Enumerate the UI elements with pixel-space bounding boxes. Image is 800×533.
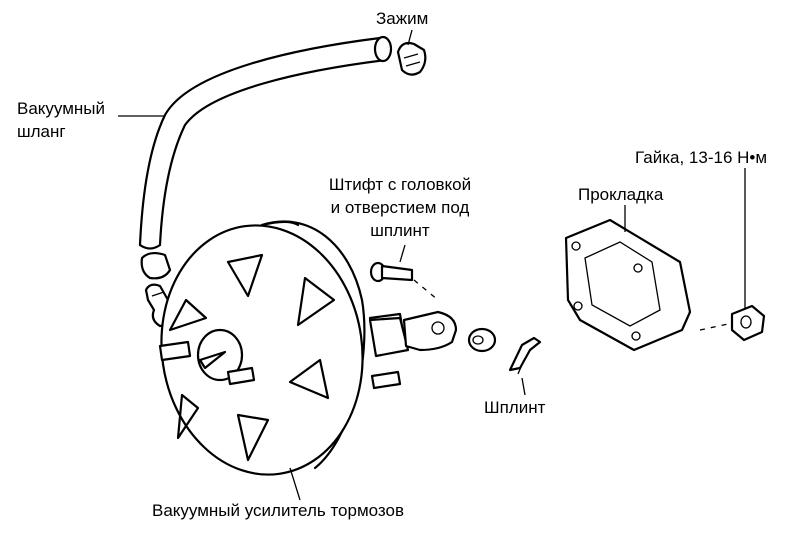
washer: [467, 327, 497, 353]
clevis: [402, 310, 458, 352]
label-nut: Гайка, 13-16 Н•м: [635, 148, 768, 167]
leader-lines: [118, 29, 746, 501]
label-pin-line1: Штифт с головкой: [328, 175, 472, 194]
label-clamp: Зажим: [376, 9, 429, 28]
grommet: [140, 251, 172, 280]
cotter-pin: [508, 336, 542, 375]
label-pin-line2: и отверстием под: [330, 198, 470, 217]
vacuum-hose: [138, 35, 393, 250]
nut: [699, 304, 766, 342]
label-booster: Вакуумный усилитель тормозов: [152, 501, 404, 520]
label-pin-line3: шплинт: [370, 221, 430, 240]
gasket: [564, 218, 692, 352]
clamp: [396, 41, 427, 76]
vacuum-brake-booster: [158, 220, 410, 476]
label-gasket: Прокладка: [578, 185, 664, 204]
clevis-pin: [369, 261, 439, 301]
label-cotter-pin: Шплинт: [484, 398, 546, 417]
label-hose-line2: шланг: [17, 122, 66, 141]
label-hose-line1: Вакуумный: [17, 99, 106, 118]
